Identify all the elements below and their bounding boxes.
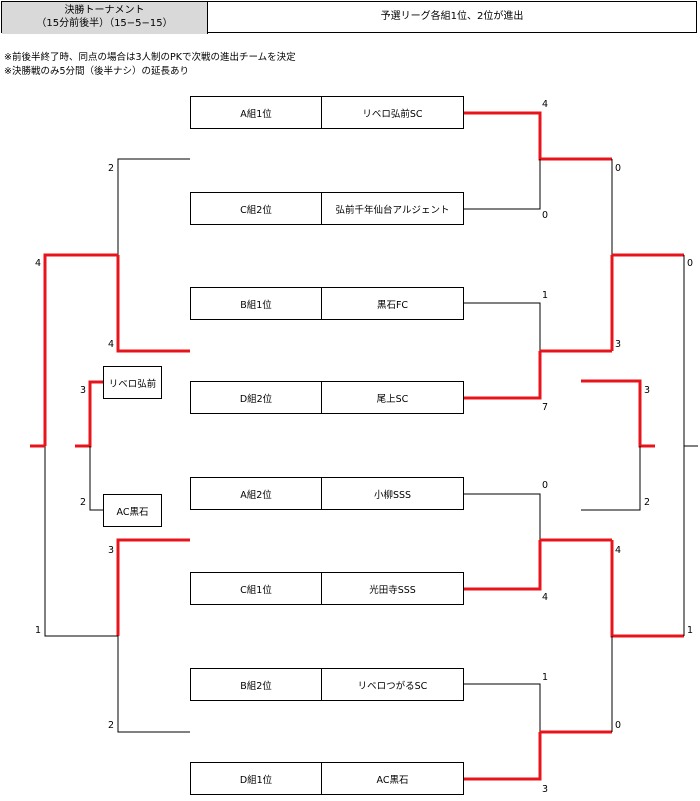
team-name: 黒石FC: [376, 299, 409, 311]
score-r2: 4: [615, 545, 622, 556]
score-r3: 1: [687, 625, 694, 636]
score-r1: 4: [542, 592, 549, 603]
score-r2: 3: [615, 339, 622, 350]
team-group: B組2位: [191, 669, 322, 700]
team-box: C組1位 光田寺SSS: [190, 572, 464, 605]
bracket-line: [89, 446, 103, 511]
score-r3: 0: [687, 258, 694, 269]
team-group: D組2位: [191, 382, 322, 413]
team-box: B組1位 黒石FC: [190, 287, 464, 320]
team-group: A組2位: [191, 478, 322, 509]
score-r1: 1: [542, 290, 549, 301]
team-box: B組2位 リベロつがるSC: [190, 668, 464, 701]
score-r1: 4: [542, 99, 549, 110]
score-r2: 0: [615, 720, 622, 731]
bracket-line: [464, 493, 541, 540]
bracket-line-winner: [464, 540, 542, 591]
team-box: A組1位 リベロ弘前SC: [190, 96, 464, 129]
score-left-r2: 1: [35, 625, 42, 636]
bracket-line-winner: [581, 379, 655, 448]
score-left-r1: 3: [108, 545, 115, 556]
score-r1: 1: [542, 672, 549, 683]
score-left-r2: 4: [35, 258, 42, 269]
score-left-r1: 2: [108, 720, 115, 731]
score-final: 2: [644, 497, 651, 508]
semifinal-team-bottom: AC黒石: [103, 494, 162, 527]
bracket-line-winner: [610, 540, 684, 638]
score-left-semi: 3: [80, 385, 87, 396]
score-left-r1: 2: [108, 163, 115, 174]
team-group: A組1位: [191, 97, 322, 128]
bracket-line-winner: [464, 351, 542, 400]
bracket-line-winner: [464, 732, 542, 781]
header-subtitle: （15分前後半）（15−5−15）: [36, 18, 173, 29]
team-group: D組1位: [191, 763, 322, 794]
header-table: 決勝トーナメント （15分前後半）（15−5−15） 予選リーグ各組1位、2位が…: [1, 1, 697, 34]
header-title-cell: 決勝トーナメント （15分前後半）（15−5−15）: [2, 2, 208, 34]
team-box: D組2位 尾上SC: [190, 381, 464, 414]
team-group: B組1位: [191, 288, 322, 319]
team-name: リベロ弘前SC: [362, 108, 423, 120]
team-box: C組2位 弘前千年仙台アルジェント: [190, 192, 464, 225]
bracket-line: [464, 302, 541, 351]
bracket-line: [581, 446, 641, 511]
header-title: 決勝トーナメント: [64, 5, 145, 16]
bracket-line-winner: [116, 255, 190, 353]
bracket-line-winner: [116, 538, 190, 636]
score-r1: 0: [542, 210, 549, 221]
score-left-r1: 4: [108, 339, 115, 350]
score-final: 3: [644, 385, 651, 396]
bracket-line-winner: [75, 380, 103, 448]
bracket-line: [464, 683, 541, 732]
bracket-line: [44, 446, 118, 637]
note-extra-time: ※決勝戦のみ5分間（後半ナシ）の延長あり: [4, 66, 190, 77]
score-left-semi: 2: [80, 497, 87, 508]
team-name: 小柳SSS: [373, 489, 412, 501]
bracket-line-winner: [43, 253, 118, 446]
note-pk-rule: ※前後半終了時、同点の場合は3人制のPKで次戦の進出チームを決定: [4, 52, 296, 63]
team-group: C組2位: [191, 193, 322, 224]
bracket-line-winner: [464, 111, 612, 161]
team-box: A組2位 小柳SSS: [190, 477, 464, 510]
score-r1: 7: [542, 402, 549, 413]
team-name: リベロつがるSC: [357, 680, 428, 692]
team-group: C組1位: [191, 573, 322, 604]
header-info: 予選リーグ各組1位、2位が進出: [380, 11, 524, 22]
score-r1: 0: [542, 480, 549, 491]
bracket-line: [117, 636, 190, 733]
team-name: 光田寺SSS: [369, 584, 416, 596]
team-box: D組1位 AC黒石: [190, 762, 464, 795]
team-name: 尾上SC: [376, 393, 409, 405]
semifinal-team-top: リベロ弘前: [103, 366, 162, 399]
team-name: AC黒石: [376, 774, 409, 786]
score-r2: 0: [615, 163, 622, 174]
bracket-line: [117, 158, 190, 255]
team-name: 弘前千年仙台アルジェント: [335, 204, 450, 216]
bracket-line: [464, 159, 541, 210]
score-r1: 3: [542, 784, 549, 795]
